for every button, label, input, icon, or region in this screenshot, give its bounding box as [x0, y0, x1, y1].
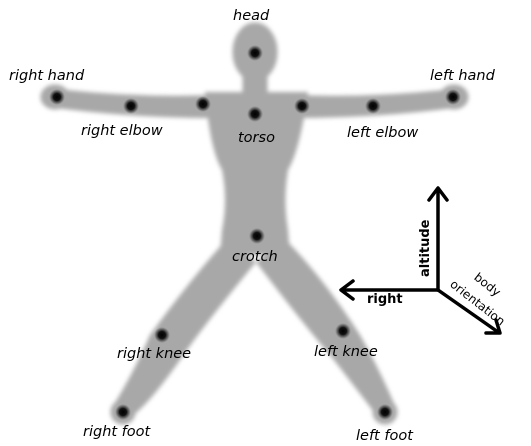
joint-left-foot	[377, 404, 393, 420]
label-right-knee: right knee	[117, 346, 191, 362]
label-right-elbow: right elbow	[81, 123, 163, 139]
body-silhouette	[41, 23, 468, 424]
label-left-hand: left hand	[430, 68, 495, 84]
label-left-elbow: left elbow	[347, 125, 418, 141]
joint-right-hand	[49, 89, 65, 105]
joint-left-elbow	[365, 98, 381, 114]
label-right-hand: right hand	[9, 68, 84, 84]
joint-right-knee	[154, 327, 170, 343]
label-head: head	[233, 8, 269, 24]
joint-right-shoulder	[195, 96, 211, 112]
joint-left-hand	[445, 89, 461, 105]
label-torso: torso	[238, 130, 275, 146]
joint-left-knee	[335, 323, 351, 339]
label-right-axis: right	[367, 292, 403, 307]
label-left-foot: left foot	[356, 428, 413, 444]
joint-right-elbow	[123, 98, 139, 114]
joint-crotch	[249, 228, 265, 244]
joint-torso	[247, 106, 263, 122]
label-altitude-axis: altitude	[418, 220, 433, 278]
label-left-knee: left knee	[314, 344, 378, 360]
joint-head	[247, 45, 263, 61]
label-right-foot: right foot	[83, 424, 150, 440]
joint-left-shoulder	[294, 98, 310, 114]
label-crotch: crotch	[232, 249, 278, 265]
joint-right-foot	[115, 404, 131, 420]
